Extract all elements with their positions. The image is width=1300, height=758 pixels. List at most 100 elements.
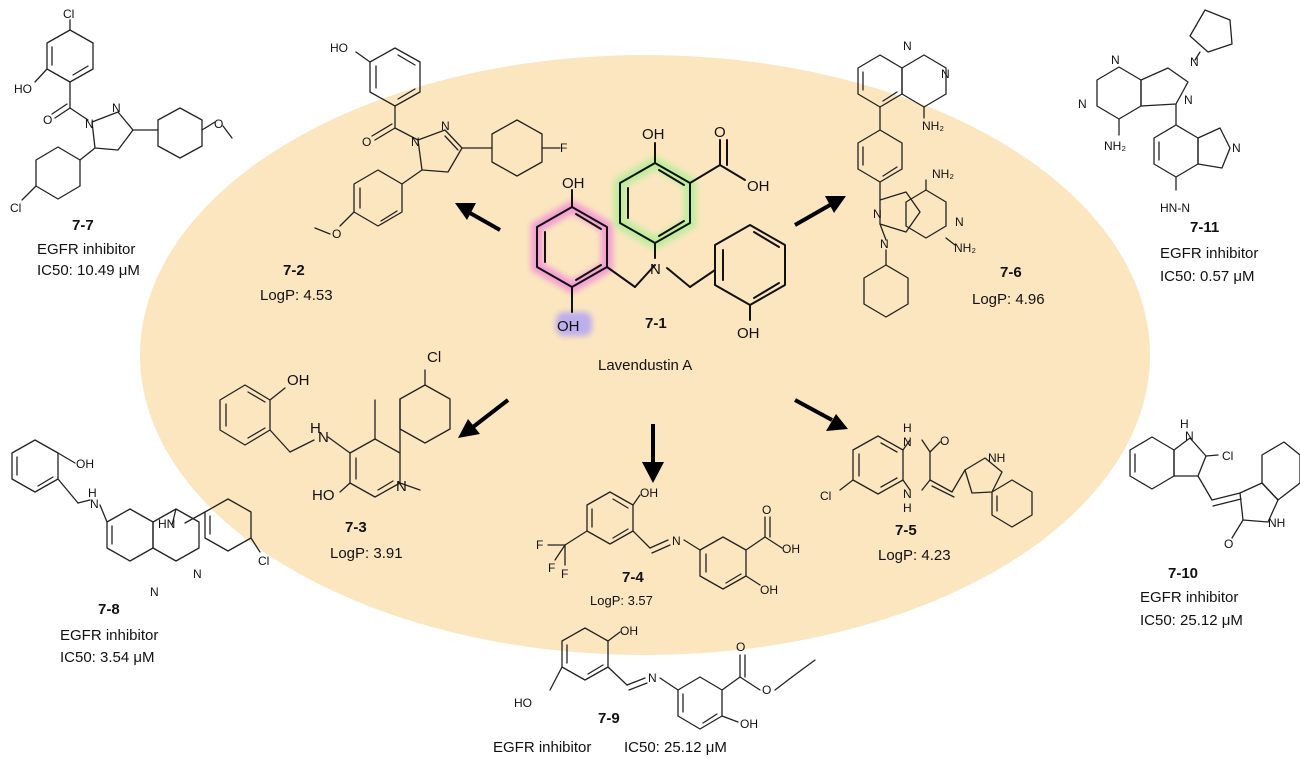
compound-7-1-structure <box>531 139 786 336</box>
atom-label: OH <box>557 318 580 335</box>
atom-label: N <box>85 117 94 131</box>
atom-label: O <box>736 640 745 654</box>
atom-label: O <box>43 113 52 127</box>
atom-label: OH <box>782 542 800 556</box>
atom-label: N <box>650 261 661 278</box>
compound-7-7-ic50: IC50: 10.49 μM <box>37 262 140 279</box>
compound-7-8-structure <box>11 439 261 562</box>
atom-label: OH <box>76 457 94 471</box>
atom-label: H <box>903 421 912 435</box>
compound-7-6-id: 7-6 <box>1000 264 1022 281</box>
atom-label: O <box>762 683 771 697</box>
compound-7-11-structure <box>1096 9 1233 191</box>
atom-label: Cl <box>427 349 441 366</box>
atom-label: N <box>1190 55 1199 69</box>
compound-7-4-id: 7-4 <box>622 569 644 586</box>
atom-label: OH <box>740 717 758 731</box>
atom-label: N <box>441 119 450 133</box>
atom-label: N <box>903 487 912 501</box>
compound-7-11-activity: EGFR inhibitor <box>1160 245 1258 262</box>
compound-7-4-logp: LogP: 3.57 <box>590 593 653 608</box>
atom-label: N <box>648 671 657 685</box>
atom-label: OH <box>737 325 760 342</box>
compound-7-9-structure <box>549 627 816 730</box>
compound-7-7-structure <box>21 19 233 201</box>
atom-label: HO <box>330 41 348 55</box>
atom-label: N <box>1078 97 1087 111</box>
atom-label: N <box>1185 429 1194 443</box>
atom-label: O <box>940 434 949 448</box>
atom-label: H <box>88 486 97 500</box>
compound-7-1-id: 7-1 <box>645 315 667 332</box>
atom-label: F <box>536 538 543 552</box>
atom-label: N <box>672 534 681 548</box>
atom-label: H <box>903 501 912 515</box>
compound-7-2-logp: LogP: 4.53 <box>260 287 333 304</box>
atom-label: O <box>762 503 771 517</box>
atom-label: N <box>318 429 329 446</box>
compound-7-11-id: 7-11 <box>1190 219 1219 236</box>
atom-label: NH <box>988 451 1005 465</box>
atom-label: OH <box>642 126 665 143</box>
atom-label: N <box>112 101 121 115</box>
atom-label: N <box>941 67 950 81</box>
atom-label: OH <box>640 486 658 500</box>
arrows <box>455 196 848 483</box>
atom-label: N <box>411 135 420 149</box>
compound-7-5-structure <box>839 435 1033 528</box>
atom-label: O <box>1224 537 1233 551</box>
compound-7-3-id: 7-3 <box>345 519 367 536</box>
compound-7-6-structure <box>857 54 956 318</box>
atom-label: F <box>561 567 568 581</box>
compound-7-3-structure <box>219 369 451 498</box>
background-ellipse <box>140 55 1150 655</box>
atom-label: N <box>150 585 159 599</box>
atom-label: N <box>1232 141 1241 155</box>
atom-label: HN-N <box>1160 201 1190 215</box>
atom-label: N <box>396 478 407 495</box>
compound-7-10-activity: EGFR inhibitor <box>1140 589 1238 606</box>
atom-label: N <box>903 39 912 53</box>
compound-7-5-logp: LogP: 4.23 <box>878 547 951 564</box>
atom-label: HO <box>312 487 335 504</box>
compound-7-2-id: 7-2 <box>283 262 305 279</box>
atom-label: F <box>548 561 555 575</box>
compound-7-2-structure <box>314 47 561 235</box>
compound-7-8-ic50: IC50: 3.54 μM <box>60 649 155 666</box>
atom-label: NH₂ <box>932 167 954 181</box>
atom-label: OH <box>747 178 770 195</box>
atom-label: HO <box>14 82 32 96</box>
compound-7-8-id: 7-8 <box>98 601 120 618</box>
atom-label: H <box>310 420 321 437</box>
atom-label: O <box>714 124 726 141</box>
compound-7-1-name: Lavendustin A <box>598 357 692 374</box>
atom-label: N <box>903 435 912 449</box>
atom-label: NH₂ <box>922 119 944 133</box>
atom-label: NH₂ <box>1104 139 1126 153</box>
compound-7-7-id: 7-7 <box>72 217 94 234</box>
compound-7-4-structure <box>547 491 783 590</box>
atom-label: Cl <box>1222 449 1233 463</box>
atom-label: Cl <box>258 554 269 568</box>
compound-7-9-activity: EGFR inhibitor <box>493 739 591 756</box>
atom-label: O <box>332 227 341 241</box>
atom-label: N <box>873 207 882 221</box>
atom-label: O <box>214 117 223 131</box>
atom-label: OH <box>620 624 638 638</box>
atom-label: NH <box>1268 516 1285 530</box>
atom-label: N <box>955 215 964 229</box>
compound-7-10-ic50: IC50: 25.12 μM <box>1140 612 1243 629</box>
atom-label: O <box>362 135 371 149</box>
atom-label: N <box>90 497 99 511</box>
compound-7-6-logp: LogP: 4.96 <box>972 291 1045 308</box>
atom-label: Cl <box>820 489 831 503</box>
atom-label: HO <box>514 696 532 710</box>
atom-label: N <box>880 237 889 251</box>
atom-label: OH <box>760 583 778 597</box>
atom-label: N <box>1184 93 1193 107</box>
atom-label: NH₂ <box>954 241 976 255</box>
atom-label: N <box>193 567 202 581</box>
compound-7-8-activity: EGFR inhibitor <box>60 627 158 644</box>
atom-label: Cl <box>10 201 21 215</box>
